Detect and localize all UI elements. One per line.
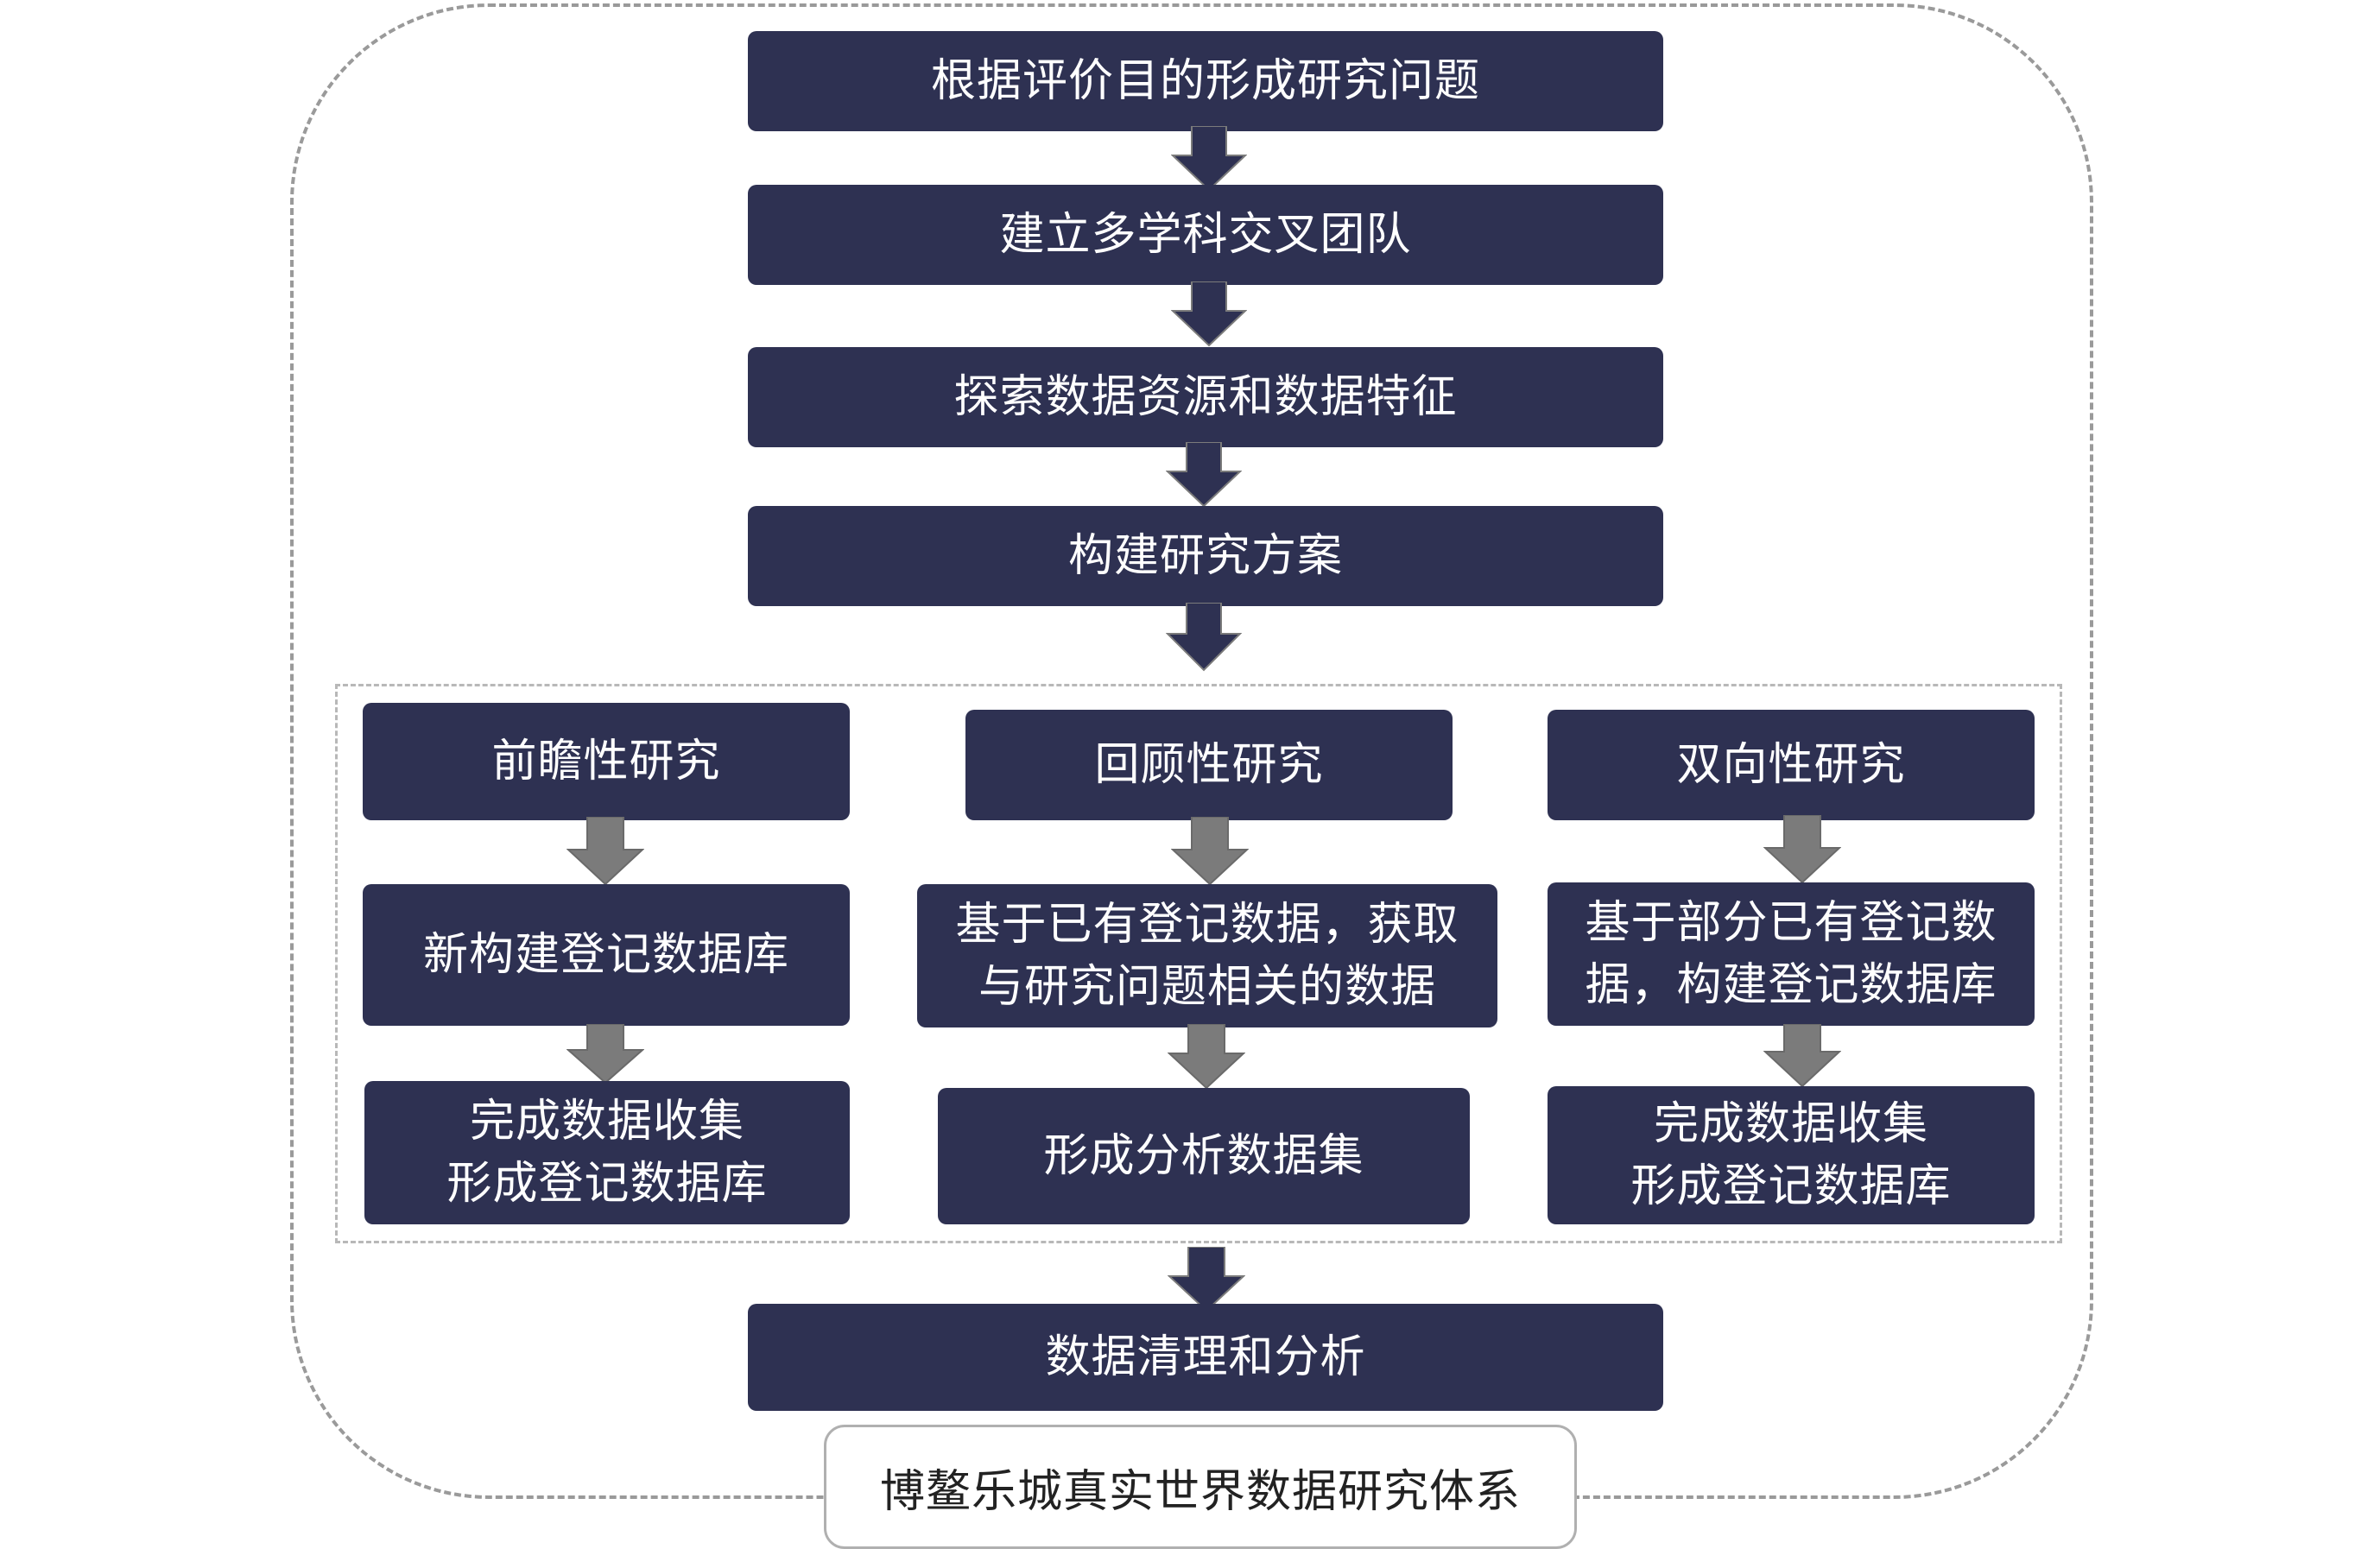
arrow-down-icon <box>1168 1024 1245 1090</box>
arrow-down-icon <box>1166 442 1242 508</box>
branch-prospective-step2-line2: 形成登记数据库 <box>446 1158 768 1210</box>
step-explore-data: 探索数据资源和数据特征 <box>748 347 1663 447</box>
system-caption-label: 博鳌乐城真实世界数据研究体系 <box>879 1465 1521 1518</box>
step-data-cleaning-analysis-label: 数据清理和分析 <box>1045 1331 1366 1383</box>
step-build-plan: 构建研究方案 <box>748 506 1663 606</box>
arrow-down-icon <box>1171 126 1247 192</box>
arrow-down-icon <box>1168 1247 1245 1312</box>
arrow-down-icon <box>1166 603 1242 672</box>
branch-retrospective-step2-label: 形成分析数据集 <box>1043 1130 1364 1182</box>
branch-bidirectional-step1-line1: 基于部分已有登记数 <box>1585 897 1997 949</box>
arrow-down-icon <box>1763 1024 1841 1088</box>
step-build-plan-label: 构建研究方案 <box>1067 530 1343 582</box>
step-build-team: 建立多学科交叉团队 <box>748 185 1663 285</box>
system-caption: 博鳌乐城真实世界数据研究体系 <box>824 1425 1577 1549</box>
branch-retrospective-title-label: 回顾性研究 <box>1094 739 1324 791</box>
branch-prospective-title: 前瞻性研究 <box>363 703 850 820</box>
step-build-team-label: 建立多学科交叉团队 <box>999 209 1412 261</box>
study-types-dashed-frame <box>335 684 2062 1243</box>
branch-retrospective-step1-line2: 与研究问题相关的数据 <box>978 961 1436 1013</box>
branch-prospective-step1-label: 新构建登记数据库 <box>422 929 789 981</box>
branch-bidirectional-title: 双向性研究 <box>1548 710 2035 820</box>
step-form-research-question: 根据评价目的形成研究问题 <box>748 31 1663 131</box>
branch-prospective-step1: 新构建登记数据库 <box>363 884 850 1026</box>
branch-retrospective-step2: 形成分析数据集 <box>938 1088 1470 1224</box>
branch-retrospective-title: 回顾性研究 <box>965 710 1453 820</box>
step-form-research-question-label: 根据评价目的形成研究问题 <box>930 55 1480 107</box>
branch-prospective-title-label: 前瞻性研究 <box>491 736 721 787</box>
step-explore-data-label: 探索数据资源和数据特征 <box>953 371 1458 423</box>
arrow-down-icon <box>1763 815 1841 884</box>
branch-bidirectional-step2-line2: 形成登记数据库 <box>1630 1160 1952 1212</box>
step-data-cleaning-analysis: 数据清理和分析 <box>748 1304 1663 1411</box>
branch-retrospective-step1: 基于已有登记数据，获取 与研究问题相关的数据 <box>917 884 1497 1027</box>
branch-prospective-step2-line1: 完成数据收集 <box>469 1096 744 1148</box>
branch-bidirectional-step2: 完成数据收集 形成登记数据库 <box>1548 1086 2035 1224</box>
branch-bidirectional-step1-line2: 据，构建登记数据库 <box>1585 959 1997 1011</box>
arrow-down-icon <box>567 1024 644 1084</box>
branch-bidirectional-title-label: 双向性研究 <box>1676 739 1906 791</box>
branch-bidirectional-step1: 基于部分已有登记数 据，构建登记数据库 <box>1548 882 2035 1026</box>
arrow-down-icon <box>1171 281 1247 347</box>
arrow-down-icon <box>1171 817 1249 886</box>
branch-prospective-step2: 完成数据收集 形成登记数据库 <box>364 1081 850 1224</box>
branch-retrospective-step1-line1: 基于已有登记数据，获取 <box>955 899 1459 951</box>
arrow-down-icon <box>567 817 644 886</box>
branch-bidirectional-step2-line1: 完成数据收集 <box>1653 1098 1928 1150</box>
